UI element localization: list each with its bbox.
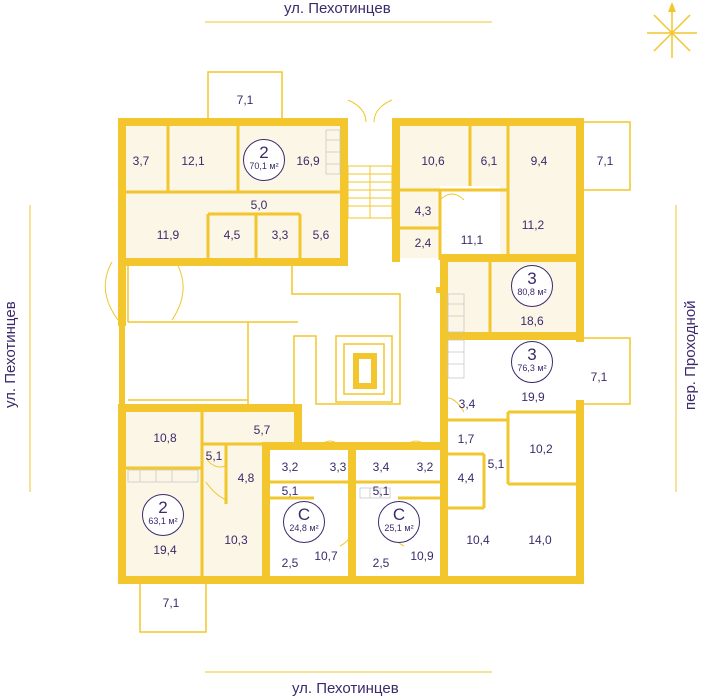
room-area: 14,0: [528, 533, 552, 547]
room-area: 2,4: [414, 236, 432, 250]
room-area: 5,1: [205, 449, 223, 463]
room-area: 5,1: [372, 484, 390, 498]
stairs-icon: [347, 165, 393, 219]
apartment-rooms: 3: [527, 345, 537, 364]
room-area: 18,6: [520, 314, 544, 328]
floor-room-tl-19: [122, 408, 202, 468]
room-area: 3,7: [132, 154, 150, 168]
room-area: 4,4: [457, 471, 475, 485]
floor-apt-right-mid: [444, 258, 580, 336]
apartment-area: 63,1 м²: [148, 516, 178, 526]
apartment-rooms: 2: [259, 143, 269, 162]
room-area: 11,9: [156, 228, 180, 242]
room-area: 2,5: [281, 556, 299, 570]
apartment-rooms: 3: [527, 269, 537, 288]
room-area: 2,5: [372, 556, 390, 570]
apartment-badge[interactable]: С 24,8 м²: [283, 501, 325, 543]
apartment-badge[interactable]: 2 70,1 м²: [243, 139, 285, 181]
room-area: 3,4: [372, 460, 390, 474]
apartment-badge[interactable]: С 25,1 м²: [378, 501, 420, 543]
room-area: 10,8: [153, 431, 177, 445]
apartment-area: 70,1 м²: [249, 161, 279, 171]
street-bottom: ул. Пехотинцев: [292, 680, 399, 697]
room-area: 3,3: [329, 460, 347, 474]
street-right: пер. Проходной: [682, 300, 699, 410]
room-area: 4,5: [223, 228, 241, 242]
room-area: 4,8: [237, 471, 255, 485]
room-area: 5,7: [253, 423, 271, 437]
balconies: [139, 71, 631, 633]
corridor: [119, 262, 444, 408]
apartment-area: 80,8 м²: [517, 287, 547, 297]
inner-walls: [122, 122, 580, 580]
room-area: 9,4: [530, 154, 548, 168]
apartment-rooms: 2: [158, 498, 168, 517]
room-area: 11,1: [460, 233, 484, 247]
apartment-badge[interactable]: 3 76,3 м²: [511, 341, 553, 383]
floor-bath-a: [440, 186, 500, 260]
room-area: 5,1: [281, 484, 299, 498]
room-area: 3,2: [281, 460, 299, 474]
room-area: 7,1: [590, 370, 608, 384]
room-area: 3,3: [271, 228, 289, 242]
room-area: 3,4: [458, 397, 476, 411]
room-area: 10,9: [410, 549, 434, 563]
room-area: 3,2: [416, 460, 434, 474]
room-area: 12,1: [181, 154, 205, 168]
room-area: 10,4: [466, 533, 490, 547]
apartment-area: 76,3 м²: [517, 363, 547, 373]
compass-icon: [647, 2, 697, 58]
ventilation-grids: [127, 129, 465, 499]
room-area: 10,3: [224, 533, 248, 547]
room-area: 5,6: [312, 228, 330, 242]
room-area: 7,1: [162, 596, 180, 610]
room-area: 10,7: [314, 549, 338, 563]
apartment-badge[interactable]: 3 80,8 м²: [511, 265, 553, 307]
street-top: ул. Пехотинцев: [284, 0, 391, 17]
room-area: 5,1: [487, 457, 505, 471]
room-area: 10,2: [529, 442, 553, 456]
room-area: 5,0: [250, 198, 268, 212]
room-area: 19,4: [153, 543, 177, 557]
apartment-rooms: С: [297, 505, 311, 524]
room-area: 6,1: [480, 154, 498, 168]
apartment-area: 25,1 м²: [384, 523, 414, 533]
room-area: 11,2: [521, 218, 545, 232]
room-area: 7,1: [596, 154, 614, 168]
room-area: 7,1: [236, 93, 254, 107]
room-area: 10,6: [421, 154, 445, 168]
apartment-badge[interactable]: 2 63,1 м²: [142, 494, 184, 536]
floor-apt-right-low: [444, 336, 580, 580]
outer-walls: [118, 118, 584, 584]
room-area: 16,9: [296, 154, 320, 168]
apartment-area: 24,8 м²: [289, 523, 319, 533]
apartment-rooms: С: [392, 505, 406, 524]
room-area: 1,7: [457, 432, 475, 446]
street-left: ул. Пехотинцев: [2, 301, 19, 408]
room-area: 4,3: [414, 204, 432, 218]
room-area: 19,9: [521, 390, 545, 404]
